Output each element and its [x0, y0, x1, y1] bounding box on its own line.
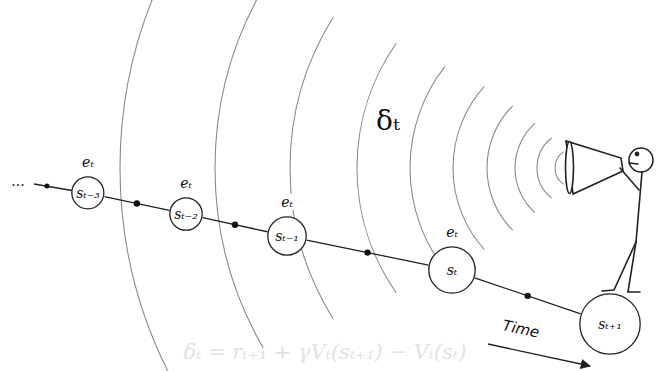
sound-wave [290, 17, 333, 319]
circle-shape [72, 177, 104, 209]
state-text-box: sₜ₋₁ [267, 216, 307, 256]
timeline-segment [203, 218, 268, 232]
trace-label: eₜ [444, 224, 460, 240]
circle-shape [580, 294, 640, 354]
agent-figure [566, 141, 654, 292]
circle-shape [170, 198, 202, 230]
circle-shape [429, 247, 475, 293]
sound-wave [555, 152, 564, 185]
time-step-dot [45, 184, 50, 189]
state-label: sₜ₋₂ [174, 206, 198, 222]
state-label: sₜ₊₁ [598, 316, 622, 332]
state-label: sₜ₋₁ [275, 228, 299, 244]
sound-wave [357, 43, 396, 293]
time-arrow [488, 344, 590, 366]
state-circle: eₜsₜ₋₁ [267, 216, 307, 256]
trace-label: eₜ [279, 194, 295, 210]
sound-wave [537, 138, 552, 198]
sound-wave [410, 66, 445, 269]
state-label: sₜ [447, 262, 458, 278]
time-step-dot [232, 221, 238, 227]
state-circle: eₜsₜ₋₂ [169, 197, 203, 231]
time-step-dot [364, 249, 370, 255]
state-text-box: sₜ₋₃ [71, 176, 105, 210]
sound-wave [487, 106, 513, 230]
ellipsis: ... [9, 173, 26, 189]
time-step-dot [134, 200, 140, 206]
sound-wave [215, 0, 263, 348]
trace-label: eₜ [80, 154, 96, 170]
state-circle: sₜ₊₁ [579, 293, 641, 355]
timeline-segment [104, 197, 169, 211]
state-circle: eₜsₜ [428, 246, 476, 294]
sound-wave [515, 123, 535, 212]
trace-label: eₜ [178, 175, 194, 191]
state-label: sₜ₋₃ [76, 185, 100, 201]
sound-wave [120, 0, 173, 371]
circle-shape [268, 217, 306, 255]
timeline-lead [34, 184, 72, 191]
sound-waves [120, 0, 564, 371]
time-step-dot [524, 293, 530, 299]
state-text-box: sₜ₊₁ [579, 293, 641, 355]
timeline-segment [307, 240, 429, 265]
state-circle: eₜsₜ₋₃ [71, 176, 105, 210]
time-label: Time [499, 316, 543, 342]
td-error-label: δₜ [374, 104, 402, 137]
state-text-box: sₜ₋₂ [169, 197, 203, 231]
timeline-segment [475, 278, 581, 314]
state-text-box: sₜ [428, 246, 476, 294]
equation-caption: δₜ = rₜ₊₁ + γVₜ(sₜ₊₁) − Vₜ(sₜ) [184, 340, 467, 364]
